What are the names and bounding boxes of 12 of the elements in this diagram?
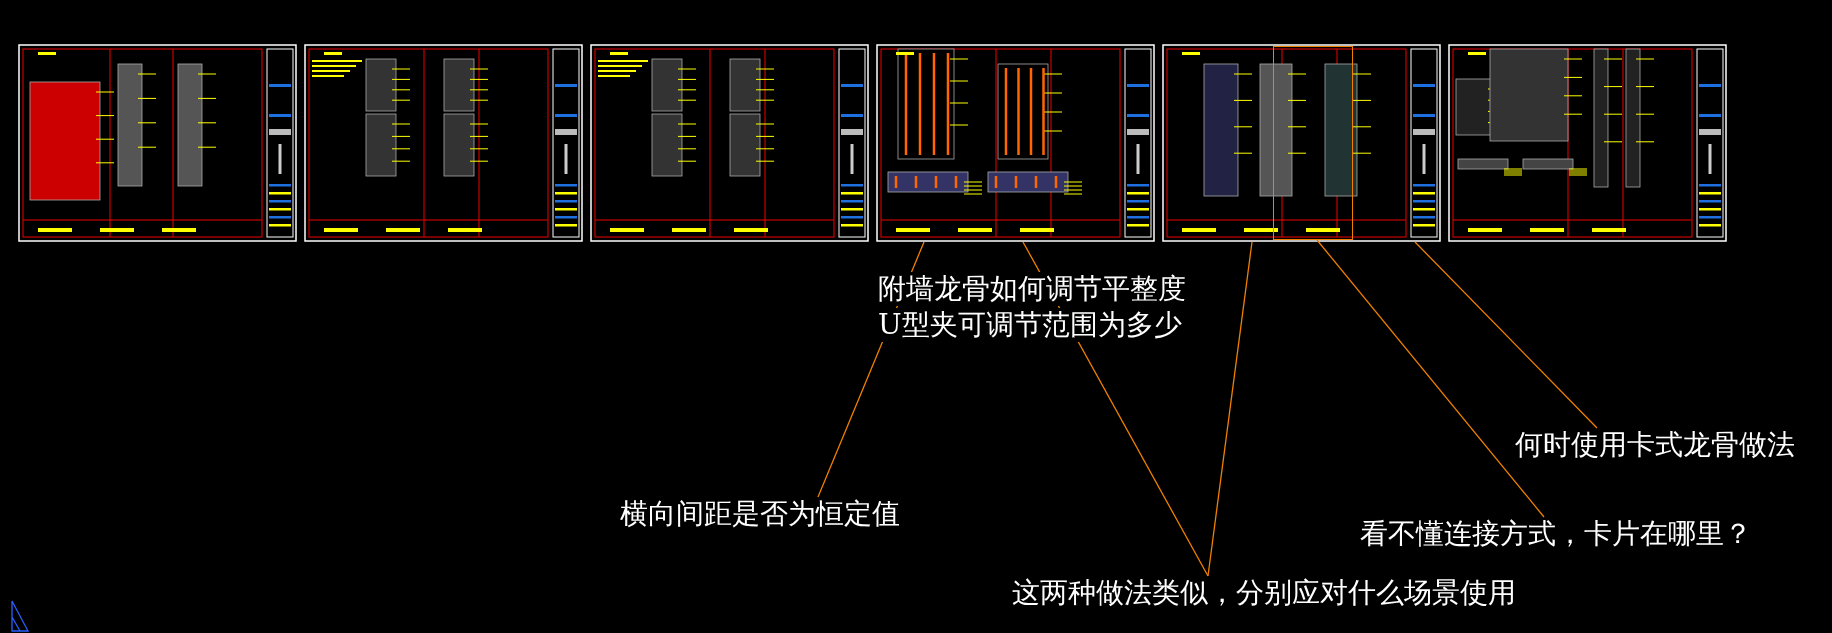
leader-line — [1207, 241, 1253, 577]
annotation-text: 看不懂连接方式，卡片在哪里？ — [1360, 517, 1752, 551]
leader-line — [1022, 241, 1209, 577]
annotation-text: U型夹可调节范围为多少 — [878, 308, 1182, 342]
leader-line — [1414, 241, 1598, 429]
annotation-text: 横向间距是否为恒定值 — [620, 497, 900, 531]
leader-line — [817, 241, 925, 498]
annotation-text: 这两种做法类似，分别应对什么场景使用 — [1012, 576, 1516, 610]
annotation-text: 附墙龙骨如何调节平整度 — [878, 272, 1186, 306]
leader-line — [1316, 239, 1545, 518]
annotation-text: 何时使用卡式龙骨做法 — [1515, 428, 1795, 462]
highlight-box — [1273, 46, 1353, 240]
